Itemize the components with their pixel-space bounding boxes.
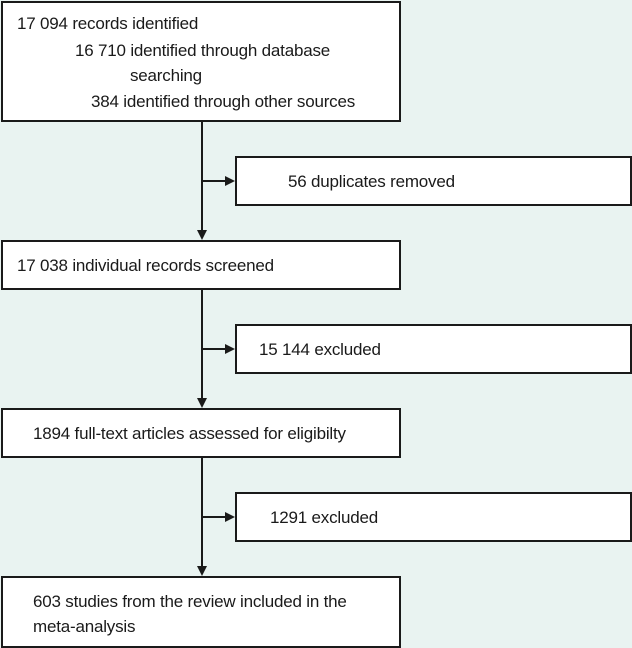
records-identified-box: 17 094 records identified 16 710 identif… [1,1,401,122]
excluded-2-text: 1291 excluded [270,508,378,527]
fulltext-assessed-text: 1894 full-text articles assessed for eli… [33,424,346,443]
records-screened-text: 17 038 individual records screened [17,256,274,275]
fulltext-assessed-box: 1894 full-text articles assessed for eli… [1,408,401,458]
duplicates-removed-box: 56 duplicates removed [235,156,632,206]
database-searching-text: 16 710 identified through database [75,41,331,60]
studies-included-box: 603 studies from the review included in … [1,576,401,648]
excluded-2-box: 1291 excluded [235,492,632,542]
other-sources-text: 384 identified through other sources [91,92,356,111]
excluded-1-box: 15 144 excluded [235,324,632,374]
excluded-1-text: 15 144 excluded [259,340,381,359]
records-identified-text: 17 094 records identified [17,14,199,33]
duplicates-removed-text: 56 duplicates removed [288,172,455,191]
studies-included-line1: 603 studies from the review included in … [33,592,347,611]
records-screened-box: 17 038 individual records screened [1,240,401,290]
database-searching-cont-text: searching [130,66,202,85]
studies-included-line2: meta-analysis [33,617,136,636]
